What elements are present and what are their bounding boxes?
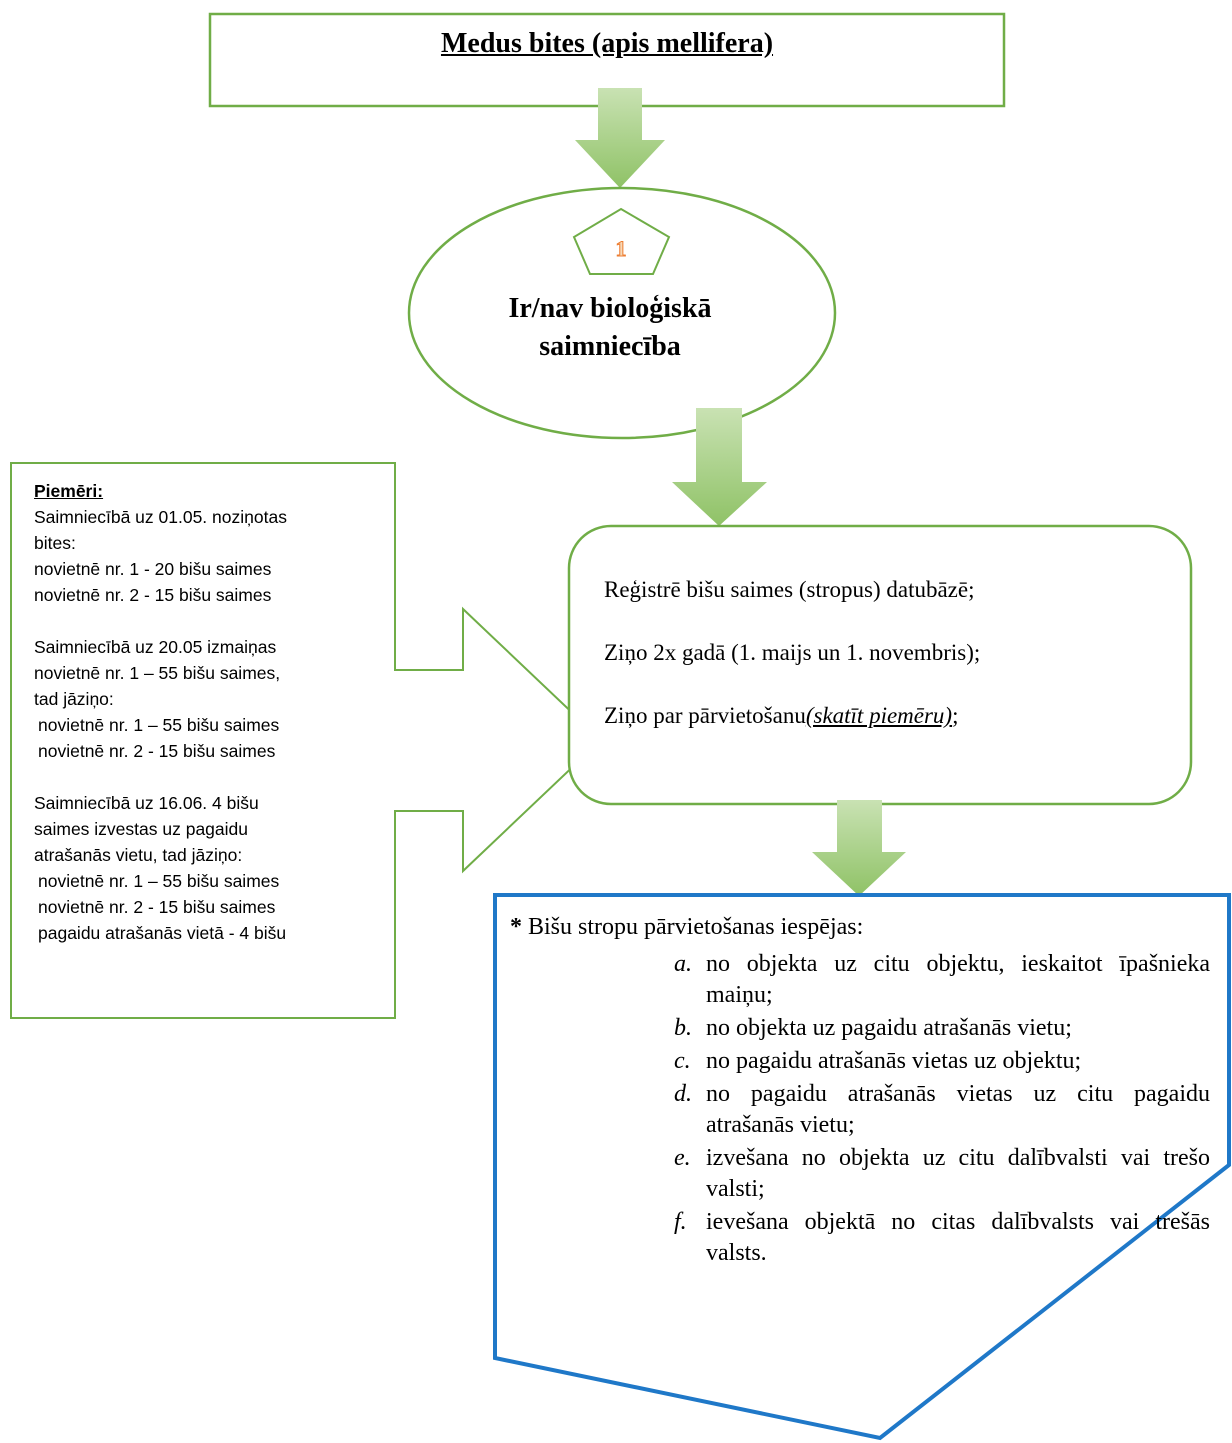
example-2-line: tad jāziņo: — [34, 689, 114, 709]
example-3-line: Saimniecībā uz 16.06. 4 bišu — [34, 793, 259, 813]
options-box — [493, 893, 1231, 1441]
steps-text: Reģistrē bišu saimes (stropus) datubāzē;… — [604, 575, 1124, 764]
examples-callout — [10, 462, 603, 1019]
examples-text: Piemēri: Saimniecībā uz 01.05. noziņotas… — [34, 478, 384, 946]
see-example-link[interactable]: (skatīt piemēru) — [805, 703, 953, 728]
option-item: e.izvešana no objekta uz citu dalībvalst… — [674, 1145, 1210, 1202]
example-1-line: novietnē nr. 2 - 15 bišu saimes — [34, 585, 272, 605]
option-item: f.ievešana objektā no citas dalībvalsts … — [674, 1209, 1210, 1266]
option-item: c.no pagaidu atrašanās vietas uz objektu… — [674, 1048, 1082, 1074]
title-text: Medus bites (apis mellifera) — [440, 28, 774, 59]
decision-ellipse — [407, 186, 837, 440]
badge-number: 1 — [615, 236, 627, 262]
example-3-line: novietnē nr. 1 – 55 bišu saimes — [38, 871, 280, 891]
option-item: a.no objekta uz citu objektu, ieskaitot … — [674, 951, 1210, 1008]
decision-label: Ir/nav bioloģiskā saimniecība — [470, 290, 750, 366]
example-1-line: bites: — [34, 533, 76, 553]
example-3-line: saimes izvestas uz pagaidu — [34, 819, 248, 839]
example-3-line: atrašanās vietu, tad jāziņo: — [34, 845, 243, 865]
decision-line-2: saimniecība — [539, 331, 681, 362]
example-2-line: novietnē nr. 1 – 55 bišu saimes — [38, 715, 280, 735]
movement-options: * Bišu stropu pārvietošanas iespējas: a.… — [510, 912, 1210, 1271]
option-item: d.no pagaidu atrašanās vietas uz citu pa… — [674, 1081, 1210, 1138]
example-1-line: novietnē nr. 1 - 20 bišu saimes — [34, 559, 272, 579]
step-report: Ziņo 2x gadā (1. maijs un 1. novembris); — [604, 640, 981, 665]
options-list: a.no objekta uz citu objektu, ieskaitot … — [510, 949, 1210, 1269]
pentagon-badge — [572, 207, 671, 275]
down-arrow-2 — [672, 408, 767, 526]
down-arrow-3 — [812, 800, 906, 896]
examples-heading: Piemēri: — [34, 481, 104, 501]
decision-line-1: Ir/nav bioloģiskā — [508, 293, 712, 324]
example-2-line: novietnē nr. 2 - 15 bišu saimes — [38, 741, 276, 761]
step-movement-text: Ziņo par pārvietošanu — [604, 703, 806, 728]
option-item: b.no objekta uz pagaidu atrašanās vietu; — [674, 1015, 1072, 1041]
example-2-line: Saimniecībā uz 20.05 izmaiņas — [34, 637, 277, 657]
example-3-line: pagaidu atrašanās vietā - 4 bišu — [38, 923, 287, 943]
step-register: Reģistrē bišu saimes (stropus) datubāzē; — [604, 577, 975, 602]
down-arrow-1 — [575, 88, 665, 188]
options-heading: * Bišu stropu pārvietošanas iespējas: — [510, 914, 864, 940]
example-3-line: novietnē nr. 2 - 15 bišu saimes — [38, 897, 276, 917]
step-movement: Ziņo par pārvietošanu(skatīt piemēru); — [604, 703, 959, 728]
asterisk: * — [510, 914, 522, 940]
example-1-line: Saimniecībā uz 01.05. noziņotas — [34, 507, 287, 527]
example-2-line: novietnē nr. 1 – 55 bišu saimes, — [34, 663, 281, 683]
